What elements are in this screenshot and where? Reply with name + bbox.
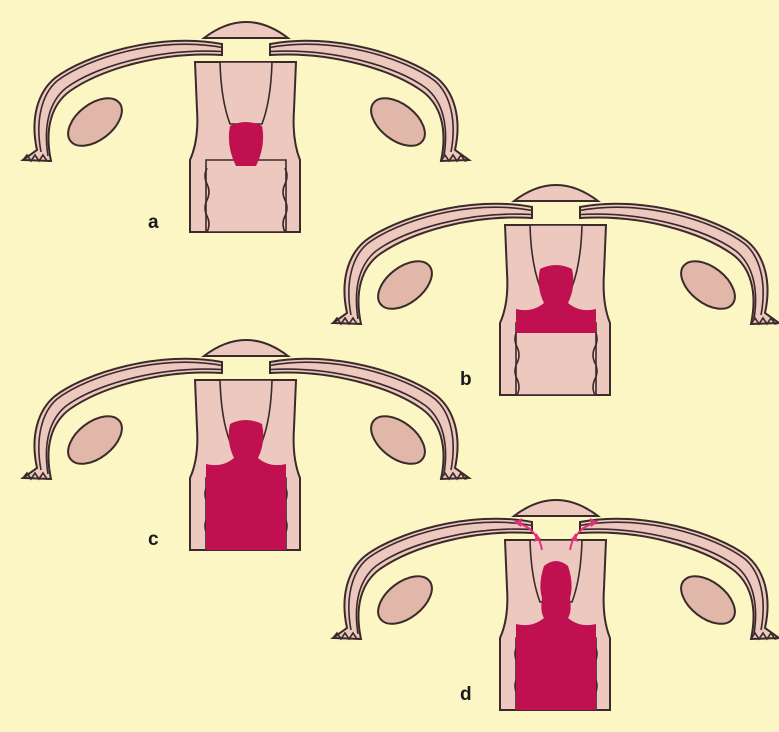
- panel-label-c: c: [148, 529, 159, 550]
- panel-label-d: d: [460, 684, 472, 705]
- panel-d: [333, 500, 779, 710]
- highlighted-region: [229, 122, 263, 166]
- panel-c: [23, 340, 469, 550]
- panel-b: [333, 185, 779, 395]
- panel-label-a: a: [148, 212, 159, 233]
- panel-label-b: b: [460, 369, 472, 390]
- panel-a: [23, 22, 469, 232]
